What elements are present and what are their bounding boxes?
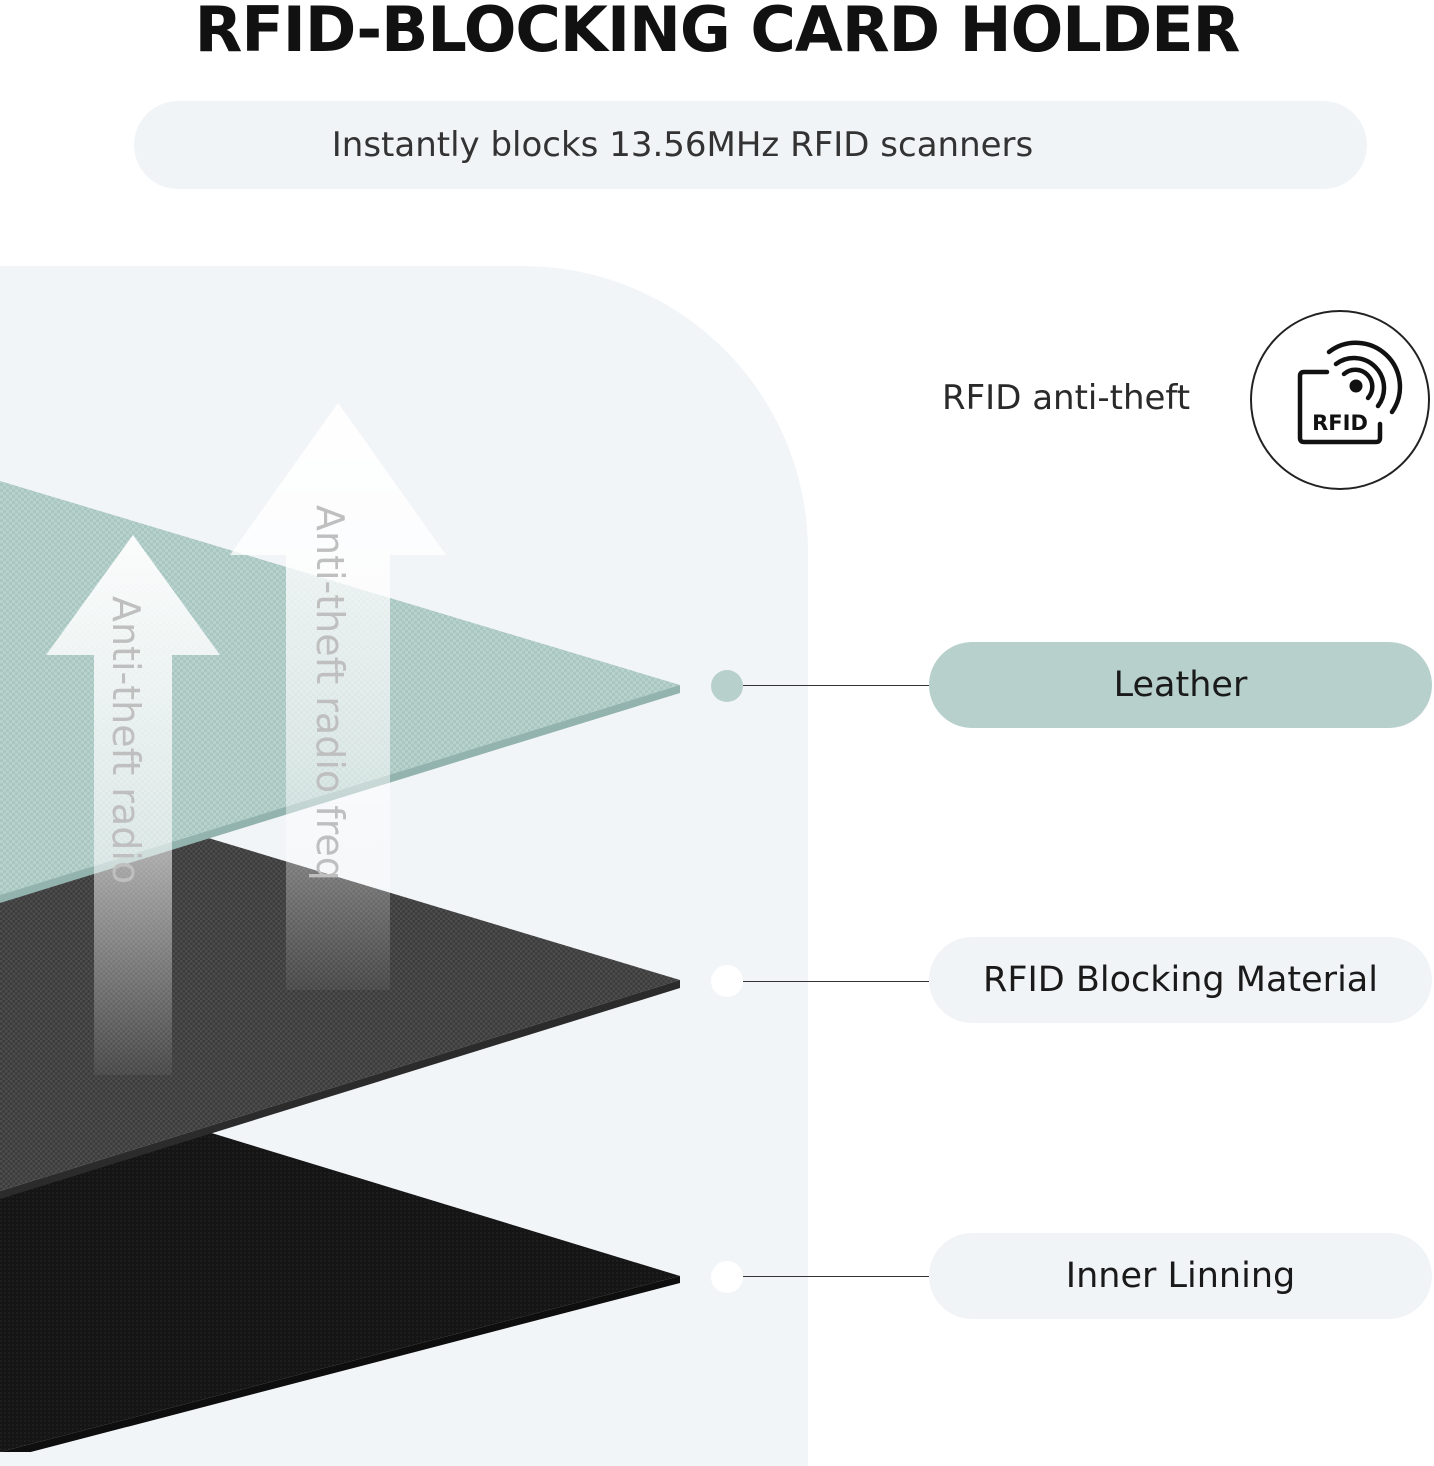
page-title: RFID-BLOCKING CARD HOLDER (194, 0, 1241, 66)
layer-label-leather: Leather (929, 642, 1432, 728)
inner-lining-layer (0, 1131, 680, 1452)
rfid-badge-text: RFID (1312, 411, 1368, 435)
subtitle-text: Instantly blocks 13.56MHz RFID scanners (331, 125, 1034, 165)
blocking-connector (743, 981, 929, 982)
arrow-right-icon (230, 403, 446, 990)
layer-label-blocking-material: RFID Blocking Material (929, 937, 1432, 1023)
blocking-marker-dot (711, 965, 743, 997)
arrow-left-text: Anti-theft radio (104, 596, 148, 885)
rfid-antitheft-label: RFID anti-theft (942, 378, 1191, 418)
lining-connector (743, 1276, 929, 1277)
leather-connector (743, 685, 929, 686)
arrow-right-text: Anti-theft radio freq (308, 505, 352, 881)
layer-label-inner-lining: Inner Linning (929, 1233, 1432, 1319)
leather-marker-dot (711, 670, 743, 702)
layer-illustration (0, 403, 680, 1452)
subtitle-pill: Instantly blocks 13.56MHz RFID scanners (134, 101, 1367, 189)
arrow-left-icon (46, 535, 220, 1075)
lining-marker-dot (711, 1261, 743, 1293)
rfid-signal-card-icon: RFID (1250, 310, 1430, 490)
